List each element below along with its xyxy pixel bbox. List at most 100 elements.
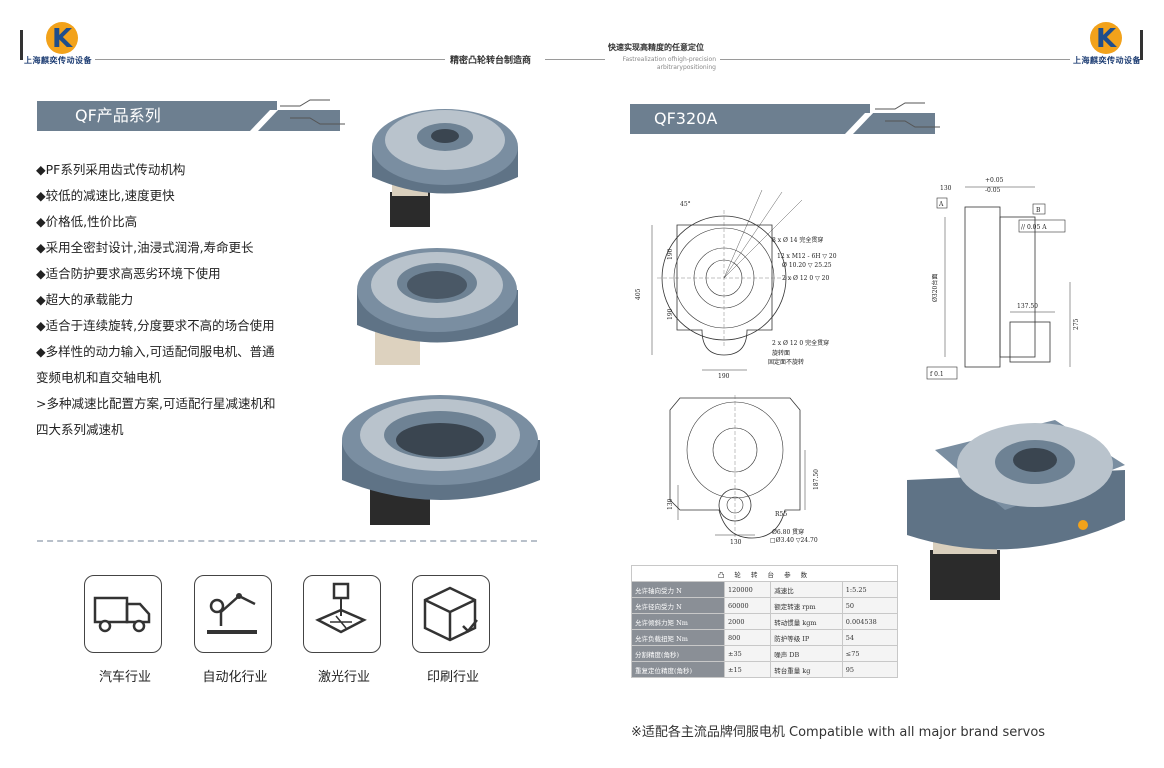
spec-value: 800: [723, 629, 772, 646]
svg-text:187.50: 187.50: [813, 469, 820, 490]
spec-value: 0.004538: [841, 613, 899, 630]
header-rule-left: [95, 59, 445, 60]
spec-value: ±15: [723, 661, 772, 678]
logo-divider: [20, 30, 23, 60]
svg-text:8 x Ø 14 完全贯穿: 8 x Ø 14 完全贯穿: [772, 236, 823, 244]
spec-key: 噪声 DB: [770, 645, 843, 662]
svg-text:Ø 10.20 ▽ 25.25: Ø 10.20 ▽ 25.25: [782, 262, 832, 269]
spec-table: 凸 轮 转 台 参 数 允许轴向受力 N 120000 减速比 1:5.25 允…: [631, 565, 899, 678]
industry-label-printing: 印刷行业: [426, 670, 479, 685]
svg-text:A: A: [938, 201, 944, 208]
robot-arm-icon: [194, 575, 272, 653]
svg-text:Ø320台面: Ø320台面: [931, 274, 939, 302]
spec-key: 重复定位精度(角秒): [631, 661, 725, 678]
dashed-divider: [37, 540, 537, 542]
spec-key: 允许倾斜力矩 Nm: [631, 613, 725, 630]
spec-table-title: 凸 轮 转 台 参 数: [631, 565, 898, 582]
spec-value: ±35: [723, 645, 772, 662]
product-image-2: [357, 248, 518, 365]
logo-divider-right: [1140, 30, 1143, 60]
table-row: 允许负载扭矩 Nm 800 防护等级 IP 54: [631, 629, 899, 646]
section-header-decoration-right: [845, 102, 940, 134]
spec-value: ≤75: [841, 645, 899, 662]
tagline-cn: 快速实现高精度的任意定位: [608, 43, 704, 52]
header-rule-mid: [545, 59, 605, 60]
spec-value: 95: [841, 661, 899, 678]
svg-text:137.50: 137.50: [1017, 303, 1038, 310]
spec-key: 允许径向受力 N: [631, 597, 725, 614]
svg-text:-0.05: -0.05: [985, 187, 1001, 194]
spec-value: 50: [841, 597, 899, 614]
svg-text:190: 190: [718, 373, 730, 380]
product-image-3: [342, 395, 540, 525]
spec-value: 54: [841, 629, 899, 646]
spec-key: 允许负载扭矩 Nm: [631, 629, 725, 646]
svg-text:12 x M12 - 6H ▽ 20: 12 x M12 - 6H ▽ 20: [777, 253, 837, 260]
svg-text:275: 275: [1073, 318, 1080, 330]
spec-key: 减速比: [770, 581, 843, 598]
company-logo-right: K: [1090, 22, 1122, 54]
tagline-en: Fastrealization ofhigh-precision arbitra…: [622, 56, 716, 71]
spec-value: 120000: [723, 581, 772, 598]
svg-text:45°: 45°: [680, 201, 691, 208]
svg-text:190: 190: [667, 248, 674, 260]
svg-text:旋转面: 旋转面: [772, 349, 790, 357]
industry-label-auto: 汽车行业: [98, 670, 151, 685]
svg-text:405: 405: [635, 288, 642, 300]
drawing-top-view: 45° 8 x Ø 14 完全贯穿 12 x M12 - 6H ▽ 20 Ø 1…: [635, 189, 837, 380]
drawing-side-view: +0.05 130 -0.05 A B // 0.05 A Ø320台面 137…: [926, 177, 1080, 380]
svg-text:2 x Ø 12 0 ▽ 20: 2 x Ø 12 0 ▽ 20: [782, 275, 829, 282]
spec-value: 60000: [723, 597, 772, 614]
section-title-left: QF产品系列: [37, 101, 277, 131]
table-row: 允许轴向受力 N 120000 减速比 1:5.25: [631, 581, 899, 598]
company-logo-left: K: [46, 22, 78, 54]
industry-label-laser: 激光行业: [317, 670, 370, 685]
package-box-icon: [412, 575, 490, 653]
spec-key: 额定转速 rpm: [770, 597, 843, 614]
spec-key: 分割精度(角秒): [631, 645, 725, 662]
spec-key: 转台重量 kg: [770, 661, 843, 678]
feature-9-cont: 四大系列减速机: [36, 422, 124, 437]
svg-text:190: 190: [667, 308, 674, 320]
drawing-bottom-view: 187.50 130 130 R55 Ø6.80 贯穿 □Ø3.40 ▽24.7…: [667, 395, 820, 546]
spec-key: 转动惯量 kgm: [770, 613, 843, 630]
feature-6: ◆超大的承载能力: [36, 292, 134, 307]
feature-9: >多种减速比配置方案,可适配行星减速机和: [36, 396, 276, 411]
svg-text:2 x Ø 12 0 完全贯穿: 2 x Ø 12 0 完全贯穿: [772, 339, 829, 347]
product-image-qf320a: [907, 420, 1125, 600]
svg-text:// 0.05 A: // 0.05 A: [1021, 224, 1047, 231]
table-row: 允许倾斜力矩 Nm 2000 转动惯量 kgm 0.004538: [631, 613, 899, 630]
spec-value: 2000: [723, 613, 772, 630]
product-image-1: [372, 109, 518, 227]
feature-3: ◆价格低,性价比高: [36, 214, 138, 229]
spec-key: 防护等级 IP: [770, 629, 843, 646]
feature-4: ◆采用全密封设计,油浸式润滑,寿命更长: [36, 240, 254, 255]
company-name-right: 上海麒奕传动设备: [1073, 56, 1141, 65]
section-header-decoration-left: [250, 99, 345, 131]
svg-text:130: 130: [940, 185, 952, 192]
table-row: 分割精度(角秒) ±35 噪声 DB ≤75: [631, 645, 899, 662]
svg-text:R55: R55: [775, 511, 787, 518]
industry-label-automation: 自动化行业: [202, 670, 268, 685]
header-rule-right: [720, 59, 1070, 60]
svg-text:固定面不旋转: 固定面不旋转: [768, 358, 804, 366]
spec-key: 允许轴向受力 N: [631, 581, 725, 598]
feature-8-cont: 变频电机和直交轴电机: [36, 370, 162, 385]
section-title-right: QF320A: [630, 104, 870, 134]
footnote: ※适配各主流品牌伺服电机 Compatible with all major b…: [631, 725, 1046, 740]
center-title: 精密凸轮转台制造商: [450, 56, 532, 66]
spec-table-title-row: 凸 轮 转 台 参 数: [631, 565, 898, 582]
feature-8: ◆多样性的动力输入,可适配伺服电机、普通: [36, 344, 275, 359]
laser-icon: [303, 575, 381, 653]
feature-1: ◆PF系列采用齿式传动机构: [36, 162, 186, 177]
feature-7: ◆适合于连续旋转,分度要求不高的场合使用: [36, 318, 275, 333]
table-row: 允许径向受力 N 60000 额定转速 rpm 50: [631, 597, 899, 614]
company-name-left: 上海麒奕传动设备: [24, 56, 92, 65]
svg-text:□Ø3.40 ▽24.70: □Ø3.40 ▽24.70: [770, 537, 818, 544]
svg-text:130: 130: [730, 539, 742, 546]
feature-5: ◆适合防护要求高恶劣环境下使用: [36, 266, 221, 281]
truck-icon: [84, 575, 162, 653]
table-row: 重复定位精度(角秒) ±15 转台重量 kg 95: [631, 661, 899, 678]
spec-value: 1:5.25: [841, 581, 899, 598]
svg-text:Ø6.80 贯穿: Ø6.80 贯穿: [772, 528, 804, 536]
